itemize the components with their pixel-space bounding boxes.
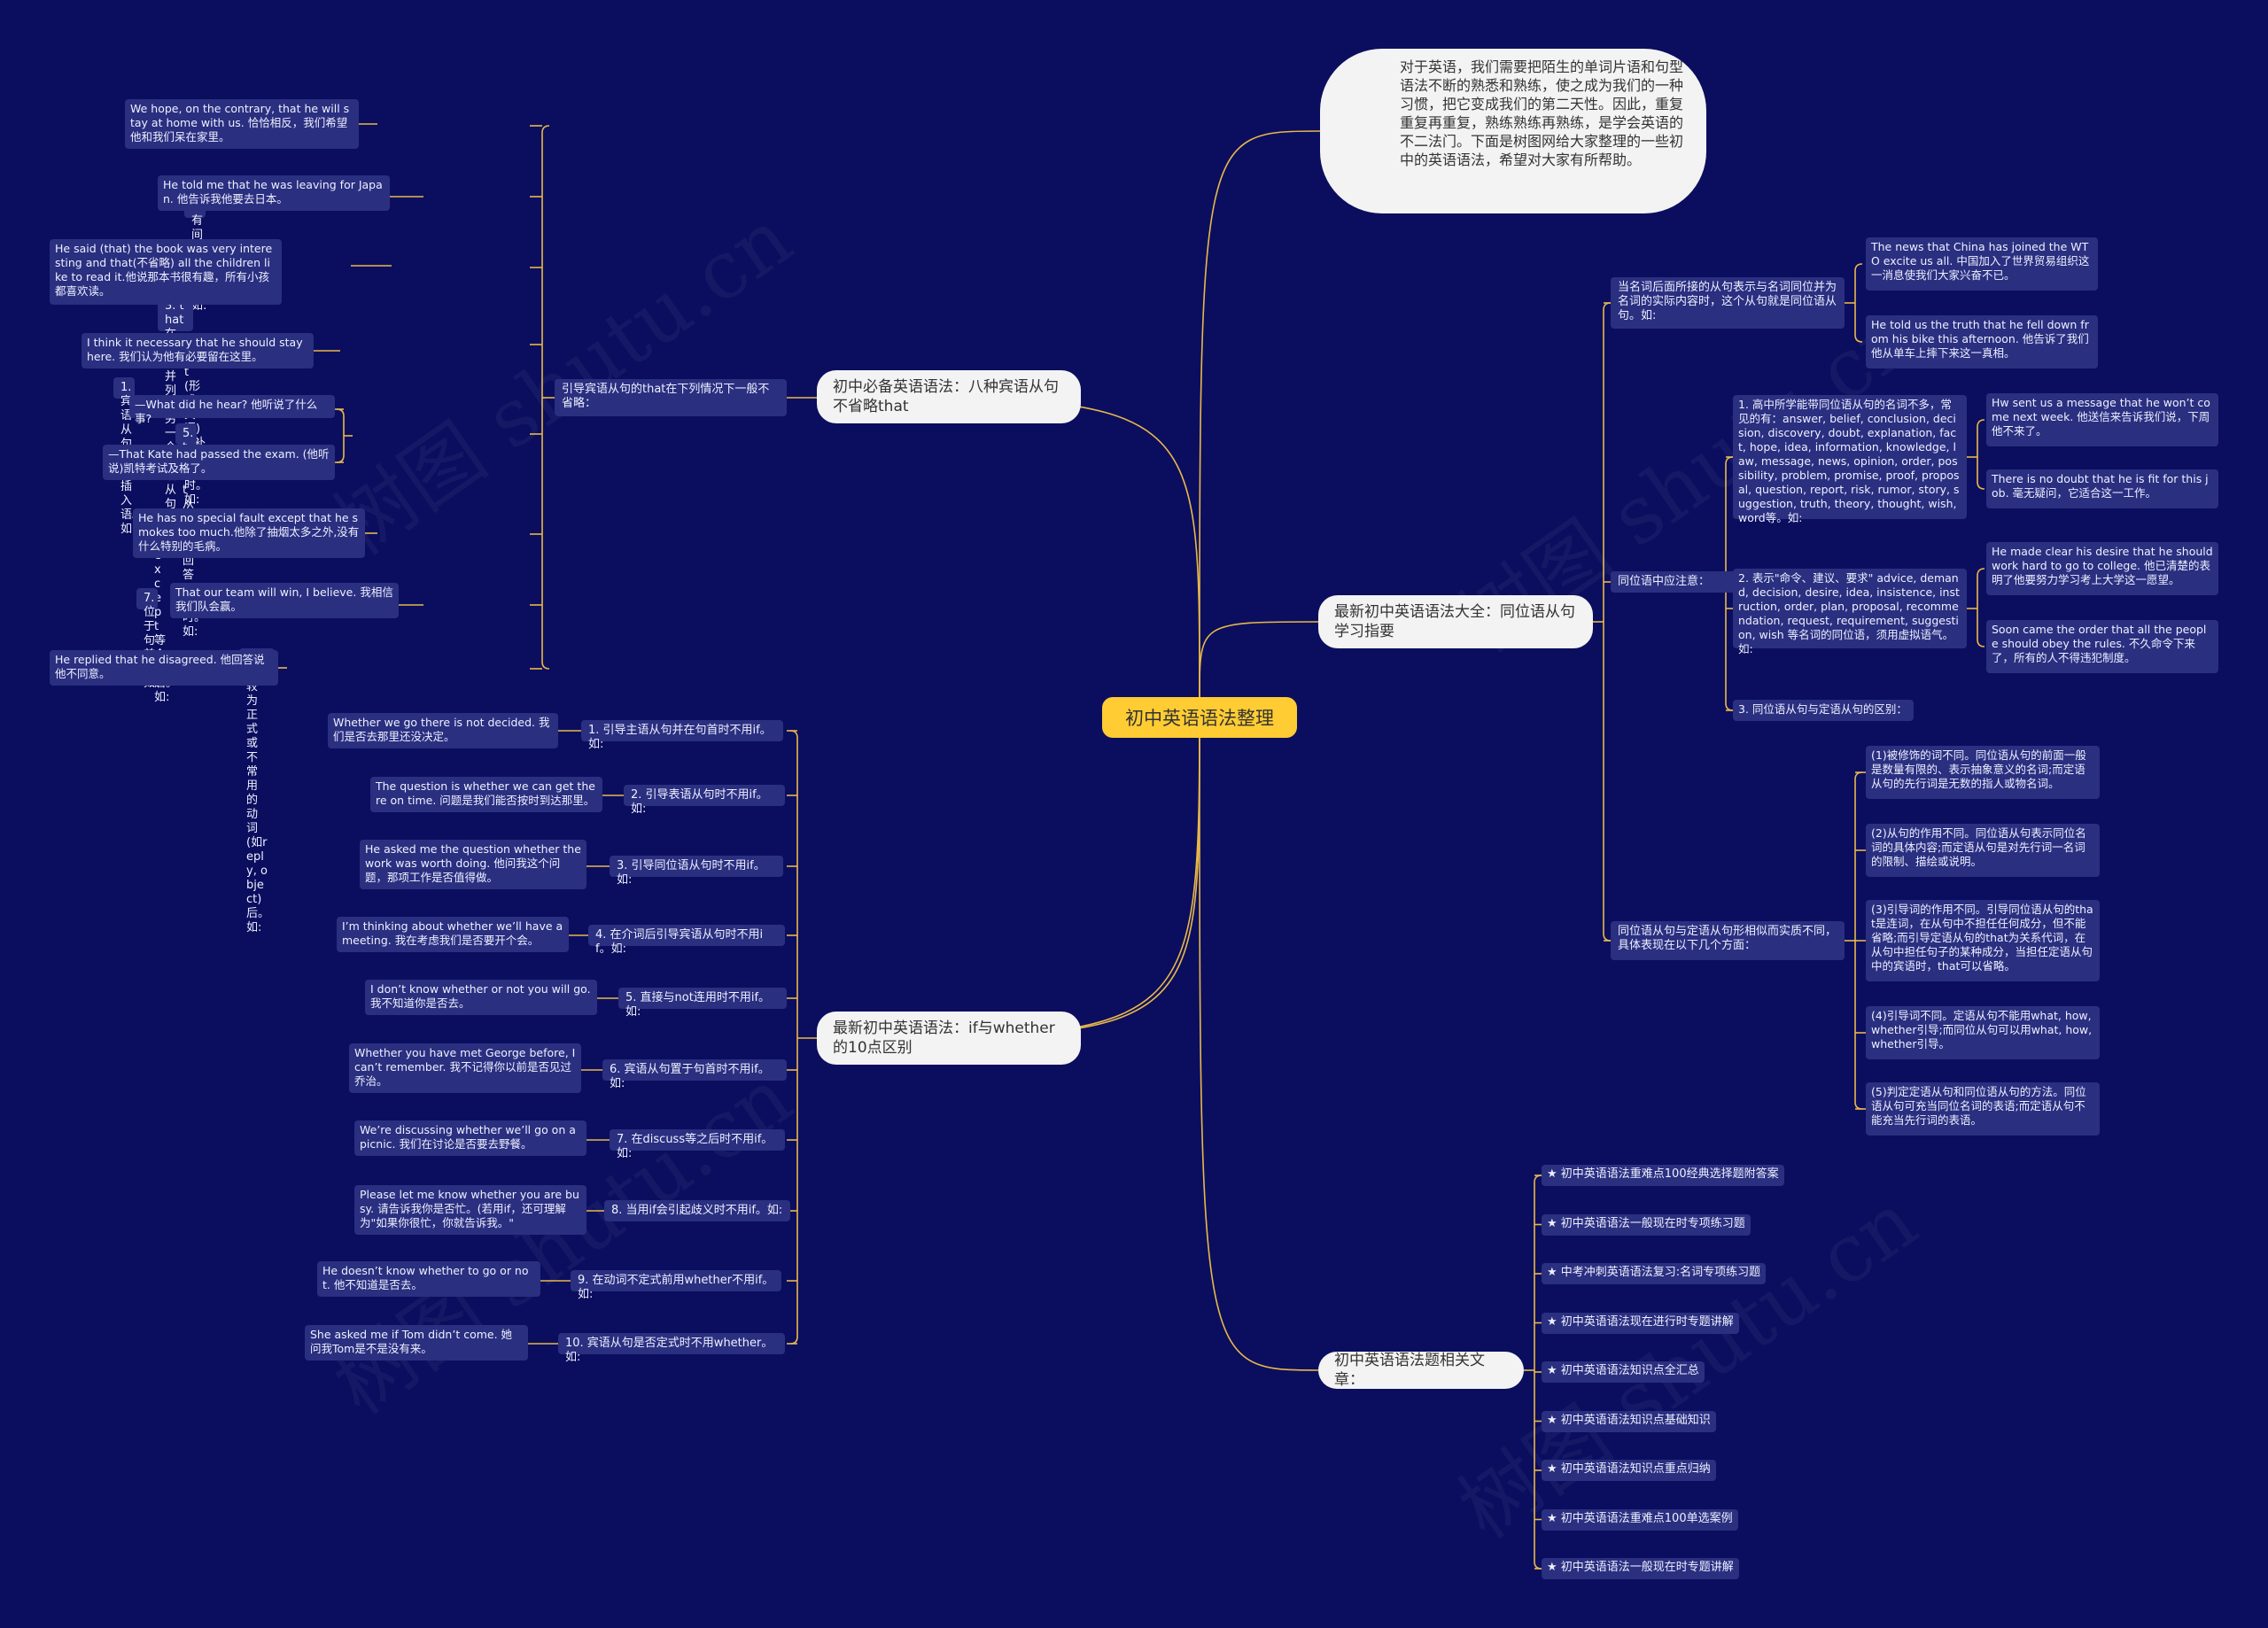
article-link-6[interactable]: ★ 初中英语语法知识点基础知识 [1542, 1410, 1716, 1432]
b2-item-8[interactable]: 8. 当用if会引起歧义时不用if。如: [604, 1200, 790, 1221]
connector-line [816, 696, 1200, 1039]
b2-item-7-example: We’re discussing whether we’ll go on a p… [354, 1120, 586, 1156]
b3-s3-ex-3: (3)引导词的作用不同。引导同位语从句的that是连词，在从句中不担任任何成分，… [1866, 900, 2100, 981]
b2-item-4-example: I’m thinking about whether we’ll have a … [337, 917, 569, 952]
connector-line [336, 408, 345, 463]
b1-item-7-example: That our team will win, I believe. 我相信我们… [170, 583, 399, 618]
b3-s2-item-2-ex-2: Soon came the order that all the people … [1986, 620, 2218, 673]
b1-item-6-example: He has no special fault except that he s… [133, 508, 365, 558]
b3-s3-ex-1: (1)被修饰的词不同。同位语从句的前面一般是数量有限的、表示抽象意义的名词;而定… [1866, 746, 2100, 799]
connector-line [1603, 302, 1612, 942]
b2-item-9[interactable]: 9. 在动词不定式前用whether不用if。如: [571, 1270, 781, 1301]
b3-s1[interactable]: 当名词后面所接的从句表示与名词同位并为名词的实际内容时，这个从句就是同位语从句。… [1611, 277, 1845, 329]
article-link-2[interactable]: ★ 初中英语语法一般现在时专项练习题 [1542, 1213, 1751, 1236]
connector-line [1854, 263, 1863, 343]
connector-line [816, 396, 1200, 698]
b3-s2-item-2-ex-1: He made clear his desire that he should … [1986, 542, 2218, 595]
b3-s3-ex-4: (4)引导词不同。定语从句不能用what, how, whether引导;而同位… [1866, 1006, 2100, 1059]
connector-line [1977, 568, 1985, 647]
branch-if-whether[interactable]: 最新初中英语语法：if与whether的10点区别 [817, 1012, 1081, 1065]
article-link-1[interactable]: ★ 初中英语语法重难点100经典选择题附答案 [1542, 1165, 1784, 1186]
article-link-3[interactable]: ★ 中考冲刺英语语法复习:名词专项练习题 [1542, 1263, 1767, 1284]
b1-item-5-example: —What did he hear? 他听说了什么事? [129, 395, 335, 425]
b3-s2-item-1-ex-1: Hw sent us a message that he won’t come … [1986, 393, 2218, 446]
connector-line [1199, 737, 1319, 1371]
b1-sub[interactable]: 引导宾语从句的that在下列情况下一般不省略： [555, 379, 787, 416]
article-link-5[interactable]: ★ 初中英语语法知识点全汇总 [1542, 1361, 1705, 1383]
b2-item-2[interactable]: 2. 引导表语从句时不用if。如: [624, 785, 785, 816]
b2-item-5-example: I don’t know whether or not you will go.… [365, 980, 597, 1015]
b2-item-3-example: He asked me the question whether the wor… [360, 840, 586, 889]
b3-s3[interactable]: 同位语从句与定语从句形相似而实质不同，具体表现在以下几个方面： [1611, 921, 1845, 960]
article-link-7[interactable]: ★ 初中英语语法知识点重点归纳 [1542, 1460, 1716, 1481]
b2-item-10-example: She asked me if Tom didn’t come. 她问我Tom是… [305, 1325, 528, 1361]
b2-item-2-example: The question is whether we can get there… [370, 777, 602, 812]
b2-item-1-example: Whether we go there is not decided. 我们是否… [328, 713, 558, 748]
connector-line [1199, 130, 1321, 698]
b2-item-6-example: Whether you have met George before, I ca… [349, 1043, 581, 1093]
b1-item-2-example: He told me that he was leaving for Japan… [158, 175, 390, 211]
root-topic[interactable]: 初中英语语法整理 [1102, 697, 1297, 738]
b3-s2-item-3: 3. 同位语从句与定语从句的区别： [1733, 700, 1914, 721]
branch-appositive[interactable]: 最新初中英语语法大全：同位语从句学习指要 [1318, 595, 1593, 648]
b1-item-5[interactable]: 5. that从句单独回答问题时。如: [175, 423, 206, 639]
b2-item-10[interactable]: 10. 宾语从句是否定式时不用whether。如: [558, 1333, 785, 1364]
b2-item-5[interactable]: 5. 直接与not连用时不用if。如: [618, 988, 787, 1019]
b1-item-1-example: We hope, on the contrary, that he will s… [125, 99, 359, 149]
b2-item-1[interactable]: 1. 引导主语从句并在句首时不用if。如: [581, 720, 783, 751]
b2-item-6[interactable]: 6. 宾语从句置于句首时不用if。如: [602, 1059, 787, 1090]
b3-s1-ex-1: The news that China has joined the WTO e… [1866, 237, 2098, 291]
article-link-9[interactable]: ★ 初中英语语法一般现在时专题讲解 [1542, 1558, 1739, 1579]
connector-line [1977, 419, 1985, 490]
connector-line [1199, 621, 1319, 698]
connector-line [816, 737, 1200, 1039]
b2-item-9-example: He doesn’t know whether to go or not. 他不… [317, 1261, 540, 1297]
connector-line [789, 730, 798, 1345]
b1-item-4-example: I think it necessary that he should stay… [82, 333, 314, 368]
b3-s2-item-1: 1. 高中所学能带同位语从句的名词不多，常见的有：answer, belief,… [1733, 395, 1967, 524]
b3-s3-ex-2: (2)从句的作用不同。同位语从句表示同位名词的具体内容;而定语从句是对先行词一名… [1866, 824, 2100, 877]
b1-item-3-example: He said (that) the book was very interes… [50, 239, 282, 305]
intro-bubble: 对于英语，我们需要把陌生的单词片语和句型语法不断的熟悉和熟练，使之成为我们的一种… [1320, 49, 1706, 213]
b3-s2-item-2: 2. 表示"命令、建议、要求" advice, demand, decision… [1733, 569, 1967, 655]
b3-s2-item-1-ex-2: There is no doubt that he is fit for thi… [1986, 469, 2218, 508]
b1-item-8-example: He replied that he disagreed. 他回答说他不同意。 [50, 650, 278, 686]
b3-s3-ex-5: (5)判定定语从句和同位语从句的方法。同位语从句可充当同位名词的表语;而定语从句… [1866, 1082, 2100, 1136]
branch-that-clause[interactable]: 初中必备英语语法：八种宾语从句不省略that [817, 370, 1081, 423]
b2-item-4[interactable]: 4. 在介词后引导宾语从句时不用if。如: [588, 925, 785, 956]
b2-item-8-example: Please let me know whether you are busy.… [354, 1185, 586, 1235]
article-link-4[interactable]: ★ 初中英语语法现在进行时专题讲解 [1542, 1312, 1739, 1334]
b2-item-3[interactable]: 3. 引导同位语从句时不用if。如: [610, 856, 783, 887]
b1-item-5-example: —That Kate had passed the exam. (他听说)凯特考… [103, 445, 335, 480]
b3-s1-ex-2: He told us the truth that he fell down f… [1866, 315, 2098, 368]
b3-s2[interactable]: 同位语中应注意： [1611, 571, 1740, 593]
article-link-8[interactable]: ★ 初中英语语法重难点100单选案例 [1542, 1508, 1738, 1531]
b2-item-7[interactable]: 7. 在discuss等之后时不用if。如: [610, 1129, 785, 1160]
branch-related-articles[interactable]: 初中英语语法题相关文章： [1318, 1352, 1524, 1389]
b1-item-7[interactable]: 7. 位于句首时。如: [136, 588, 167, 690]
